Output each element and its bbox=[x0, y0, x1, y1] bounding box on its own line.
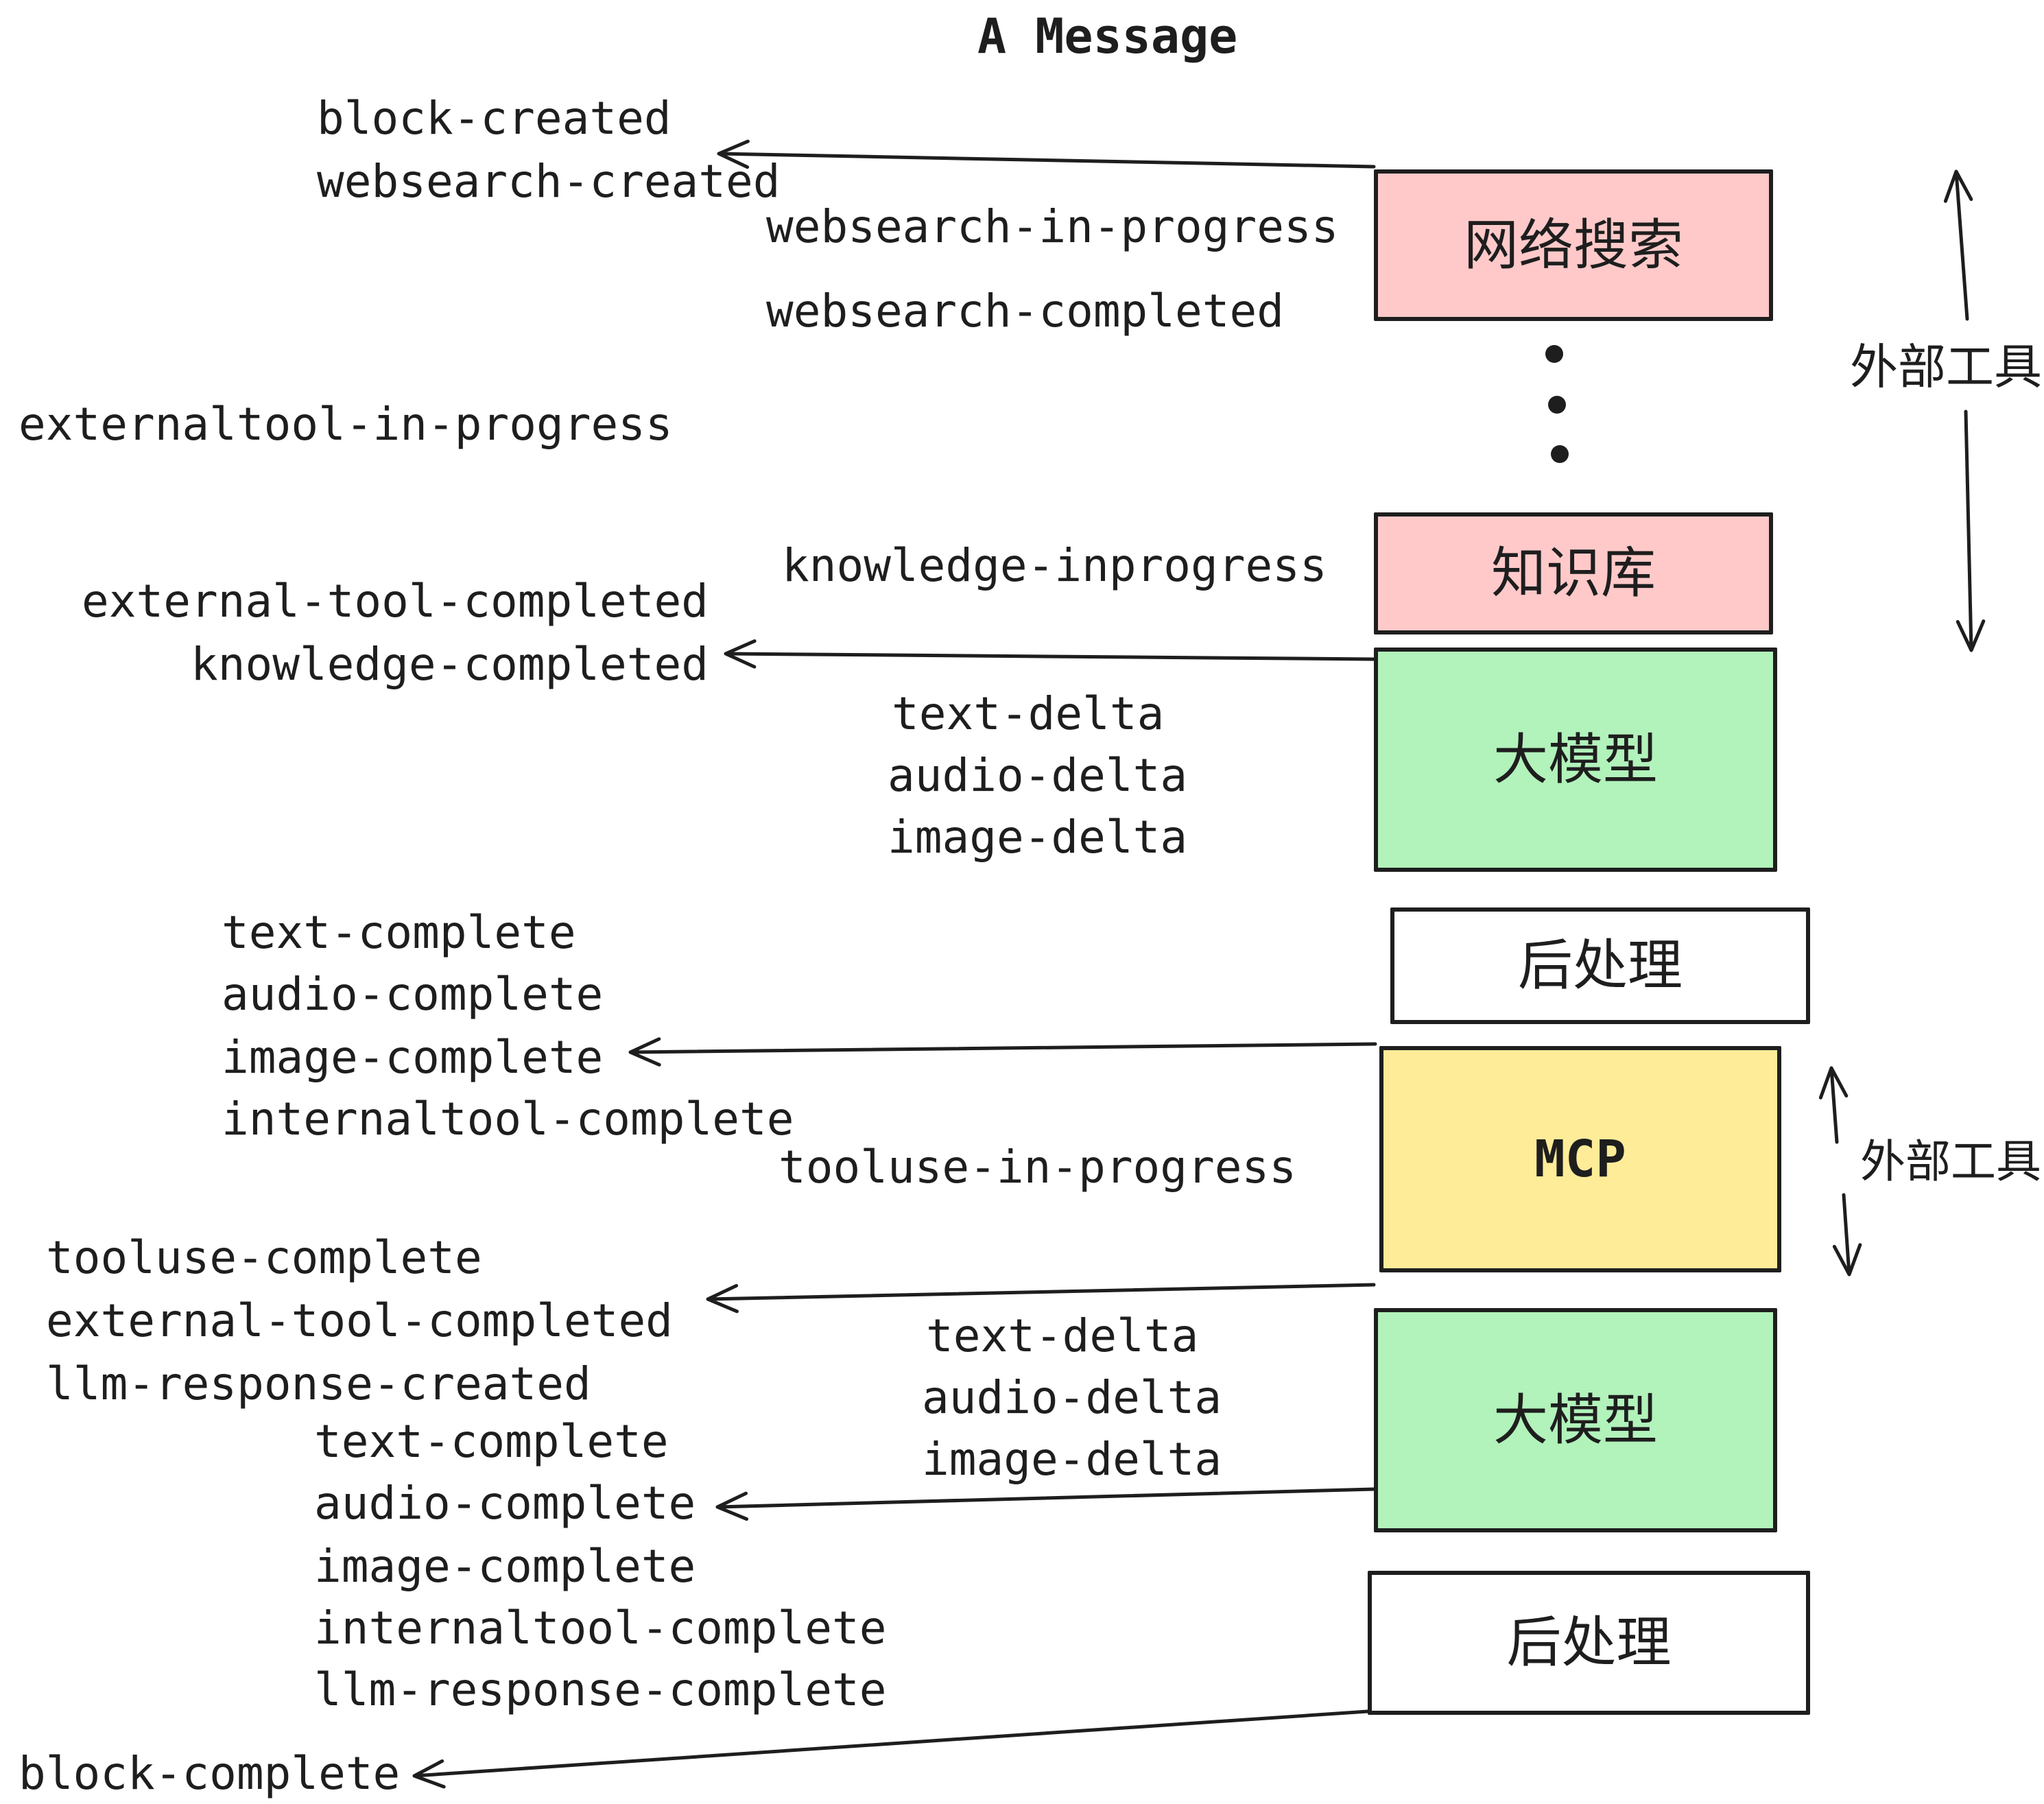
event-label-image-complete-2: image-complete bbox=[314, 1540, 696, 1593]
event-label-text-delta-2: text-delta bbox=[926, 1309, 1199, 1362]
external-tools-2-down-arrow bbox=[1832, 1193, 1862, 1277]
event-label-image-delta-2: image-delta bbox=[922, 1433, 1222, 1486]
event-label-image-complete-1: image-complete bbox=[222, 1031, 604, 1084]
event-label-image-delta-1: image-delta bbox=[888, 811, 1188, 864]
event-label-text-complete-1: text-complete bbox=[222, 906, 576, 959]
event-label-externaltool-in-progress: externaltool-in-progress bbox=[19, 398, 673, 451]
event-label-text-complete-2: text-complete bbox=[314, 1415, 669, 1468]
event-label-internaltool-complete-2: internaltool-complete bbox=[314, 1602, 887, 1654]
external-tools-1-up-arrow bbox=[1943, 169, 1973, 321]
ellipsis-dot-icon bbox=[1551, 445, 1569, 463]
side-label-external-tools-2: 外部工具 bbox=[1860, 1136, 2041, 1187]
event-label-knowledge-inprogress: knowledge-inprogress bbox=[782, 539, 1327, 592]
event-label-tooluse-in-progress: tooluse-in-progress bbox=[779, 1141, 1296, 1194]
box-knowledge-label: 知识库 bbox=[1491, 543, 1656, 604]
arrow-to-knowledge-completed bbox=[724, 639, 1376, 669]
event-label-external-tool-completed-1: external-tool-completed bbox=[82, 575, 709, 628]
event-label-block-created: block-created bbox=[317, 92, 672, 145]
arrow-to-block-complete bbox=[412, 1709, 1370, 1789]
arrow-to-block-created bbox=[717, 139, 1376, 169]
box-websearch: 网络搜索 bbox=[1374, 169, 1773, 321]
arrow-to-audio-complete bbox=[715, 1487, 1376, 1521]
arrow-to-external-tool-completed bbox=[706, 1283, 1376, 1314]
event-label-audio-delta-1: audio-delta bbox=[888, 749, 1188, 802]
arrow-to-image-complete bbox=[628, 1037, 1377, 1067]
box-websearch-label: 网络搜索 bbox=[1464, 214, 1683, 276]
ellipsis-dot-icon bbox=[1545, 345, 1563, 363]
external-tools-1-down-arrow bbox=[1956, 410, 1986, 652]
event-label-llm-response-complete: llm-response-complete bbox=[314, 1663, 887, 1716]
box-postprocess-1: 后处理 bbox=[1390, 907, 1810, 1024]
event-label-text-delta-1: text-delta bbox=[892, 687, 1165, 740]
event-label-websearch-in-progress: websearch-in-progress bbox=[766, 200, 1339, 253]
event-label-audio-complete-1: audio-complete bbox=[222, 968, 604, 1021]
event-label-knowledge-completed: knowledge-completed bbox=[191, 638, 709, 691]
event-label-block-complete: block-complete bbox=[19, 1747, 401, 1800]
box-knowledge: 知识库 bbox=[1374, 512, 1773, 634]
event-label-websearch-created: websearch-created bbox=[317, 155, 781, 208]
side-label-external-tools-1: 外部工具 bbox=[1850, 340, 2042, 394]
box-llm-2: 大模型 bbox=[1374, 1308, 1777, 1532]
diagram-title: A Message bbox=[977, 8, 1238, 64]
box-llm-1-label: 大模型 bbox=[1493, 728, 1658, 790]
box-mcp-label: MCP bbox=[1534, 1130, 1626, 1189]
ellipsis-dot-icon bbox=[1548, 396, 1566, 414]
box-postprocess-1-label: 后处理 bbox=[1518, 935, 1683, 996]
box-postprocess-2: 后处理 bbox=[1368, 1571, 1810, 1715]
event-label-external-tool-completed-2: external-tool-completed bbox=[46, 1294, 673, 1347]
box-llm-1: 大模型 bbox=[1374, 648, 1777, 872]
box-postprocess-2-label: 后处理 bbox=[1506, 1612, 1672, 1673]
external-tools-2-up-arrow bbox=[1818, 1066, 1849, 1144]
box-llm-2-label: 大模型 bbox=[1493, 1389, 1658, 1451]
event-label-llm-response-created: llm-response-created bbox=[46, 1357, 591, 1410]
box-mcp: MCP bbox=[1379, 1046, 1781, 1272]
event-label-audio-complete-2: audio-complete bbox=[314, 1477, 696, 1530]
event-label-audio-delta-2: audio-delta bbox=[922, 1371, 1222, 1424]
event-label-websearch-completed: websearch-completed bbox=[766, 285, 1284, 337]
event-label-tooluse-complete: tooluse-complete bbox=[46, 1231, 482, 1284]
event-label-internaltool-complete-1: internaltool-complete bbox=[222, 1093, 794, 1146]
